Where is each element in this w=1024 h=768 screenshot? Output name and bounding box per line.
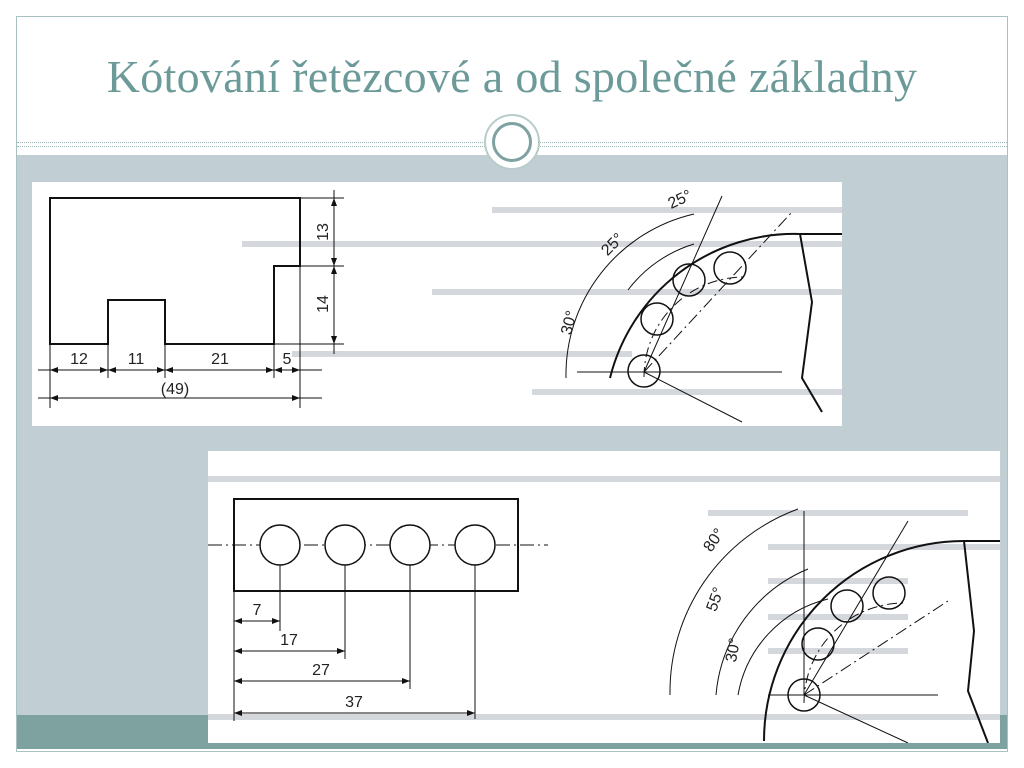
- angle-80: 80°: [700, 526, 728, 556]
- extension-lines: [49, 197, 344, 408]
- baseline-dimension-drawing: 7 17 27 37 80° 55° 30°: [208, 451, 1000, 744]
- scan-bleed: [242, 207, 842, 395]
- slide-frame: [16, 16, 1008, 752]
- scan-bleed: [208, 476, 1000, 720]
- plate-holes: [259, 524, 496, 566]
- chain-dim-12: 12: [70, 351, 88, 368]
- baseline-dimension-svg: 7 17 27 37 80° 55° 30°: [208, 476, 1000, 744]
- base-dim-27: 27: [312, 662, 330, 679]
- vertical-dim-13: 13: [315, 223, 332, 241]
- chain-dim-11: 11: [128, 351, 145, 368]
- chain-dimension-svg: 12 11 21 5 (49) 13 14 25° 25° 30°: [38, 187, 842, 423]
- divider-circle-ornament: [484, 114, 540, 170]
- slide-title: Kótování řetězcové a od společné základn…: [106, 51, 918, 102]
- angular-part: [565, 195, 842, 423]
- base-dim-7: 7: [253, 602, 262, 619]
- angle-30-bottom: 30°: [723, 637, 744, 664]
- chain-dim-5: 5: [283, 351, 292, 368]
- angle-55: 55°: [704, 585, 728, 614]
- part-outline: [49, 197, 301, 345]
- angle-30: 30°: [558, 309, 581, 337]
- angle-25-inner: 25°: [598, 230, 627, 259]
- base-dim-37: 37: [345, 694, 363, 711]
- chain-dimension-drawing: 12 11 21 5 (49) 13 14 25° 25° 30°: [32, 182, 842, 426]
- divider-circle-inner: [492, 122, 532, 162]
- base-dim-17: 17: [280, 632, 298, 649]
- dimension-arrows: [50, 198, 337, 401]
- angular-part-bottom: [669, 508, 1000, 744]
- baseline-extension-lines: [233, 565, 476, 721]
- baseline-arrows: [234, 618, 475, 716]
- vertical-dim-14: 14: [315, 295, 332, 313]
- chain-dim-21: 21: [211, 351, 229, 368]
- total-dim: (49): [161, 381, 189, 398]
